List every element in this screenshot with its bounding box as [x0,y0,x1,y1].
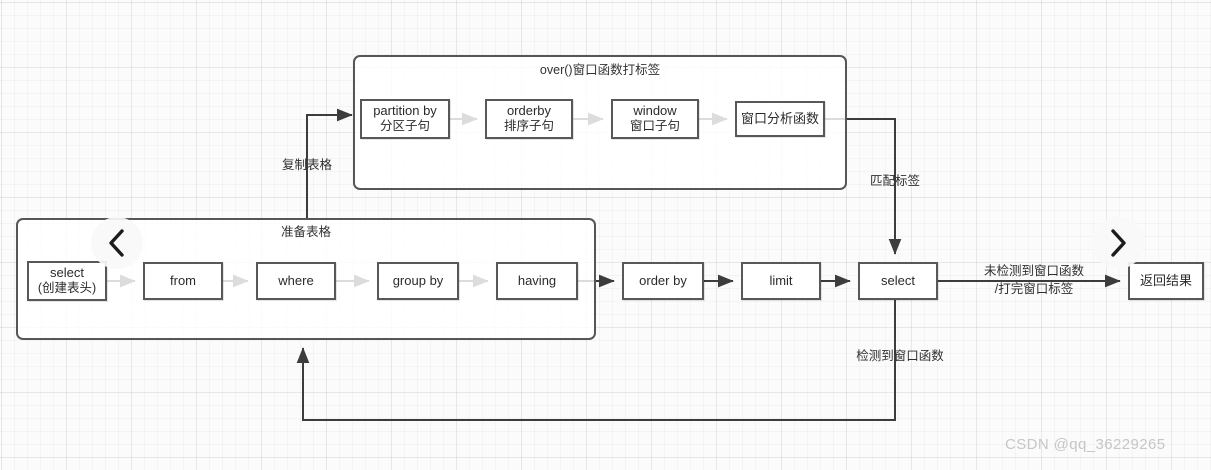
node-return-result[interactable]: 返回结果 [1128,262,1204,300]
group-label-over-window-function: over()窗口函数打标签 [539,63,661,77]
edge-label-no-window-function-line2: /打完窗口标签 [994,282,1074,297]
chevron-right-icon[interactable] [1092,217,1144,269]
node-order-by-label: order by [639,273,687,289]
node-orderby[interactable]: orderby 排序子句 [485,99,573,139]
node-partition-by-line2: 分区子句 [379,119,430,134]
node-select-create-header-line2: (创建表头) [37,281,97,296]
edge-window-fn-detected-loop [296,300,896,421]
node-window[interactable]: window 窗口子句 [611,99,699,139]
node-group-by[interactable]: group by [377,262,459,300]
node-window-analytic-function-label: 窗口分析函数 [740,111,819,127]
node-select-create-header-line1: select [50,265,84,281]
edge-label-copy-table: 复制表格 [281,158,333,173]
node-where-label: where [278,273,314,289]
node-limit-label: limit [769,273,793,289]
watermark-text: CSDN @qq_36229265 [1005,436,1166,453]
node-window-line1: window [633,103,677,119]
node-where[interactable]: where [256,262,336,300]
node-select-final-label: select [881,273,915,289]
edge-match-tag [825,118,902,255]
chevron-left-icon[interactable] [91,217,143,269]
node-select-final[interactable]: select [858,262,938,300]
node-limit[interactable]: limit [741,262,821,300]
node-from[interactable]: from [143,262,223,300]
node-partition-by[interactable]: partition by 分区子句 [360,99,450,139]
node-select-create-header[interactable]: select (创建表头) [27,261,107,301]
node-window-analytic-function[interactable]: 窗口分析函数 [735,101,825,137]
node-having-label: having [517,273,557,289]
node-partition-by-line1: partition by [373,103,437,119]
node-orderby-line2: 排序子句 [503,119,554,134]
edge-copy-table [306,108,353,218]
node-orderby-line1: orderby [506,103,552,119]
edge-label-window-function-detected: 检测到窗口函数 [856,349,944,364]
edge-label-match-tag: 匹配标签 [869,174,921,189]
edge-label-no-window-function-line1: 未检测到窗口函数 [983,264,1085,279]
node-return-result-label: 返回结果 [1139,273,1192,289]
node-from-label: from [170,273,196,289]
node-having[interactable]: having [496,262,578,300]
group-label-prepare-table: 准备表格 [280,225,332,239]
node-order-by[interactable]: order by [622,262,704,300]
node-window-line2: 窗口子句 [629,119,680,134]
node-group-by-label: group by [392,273,444,289]
